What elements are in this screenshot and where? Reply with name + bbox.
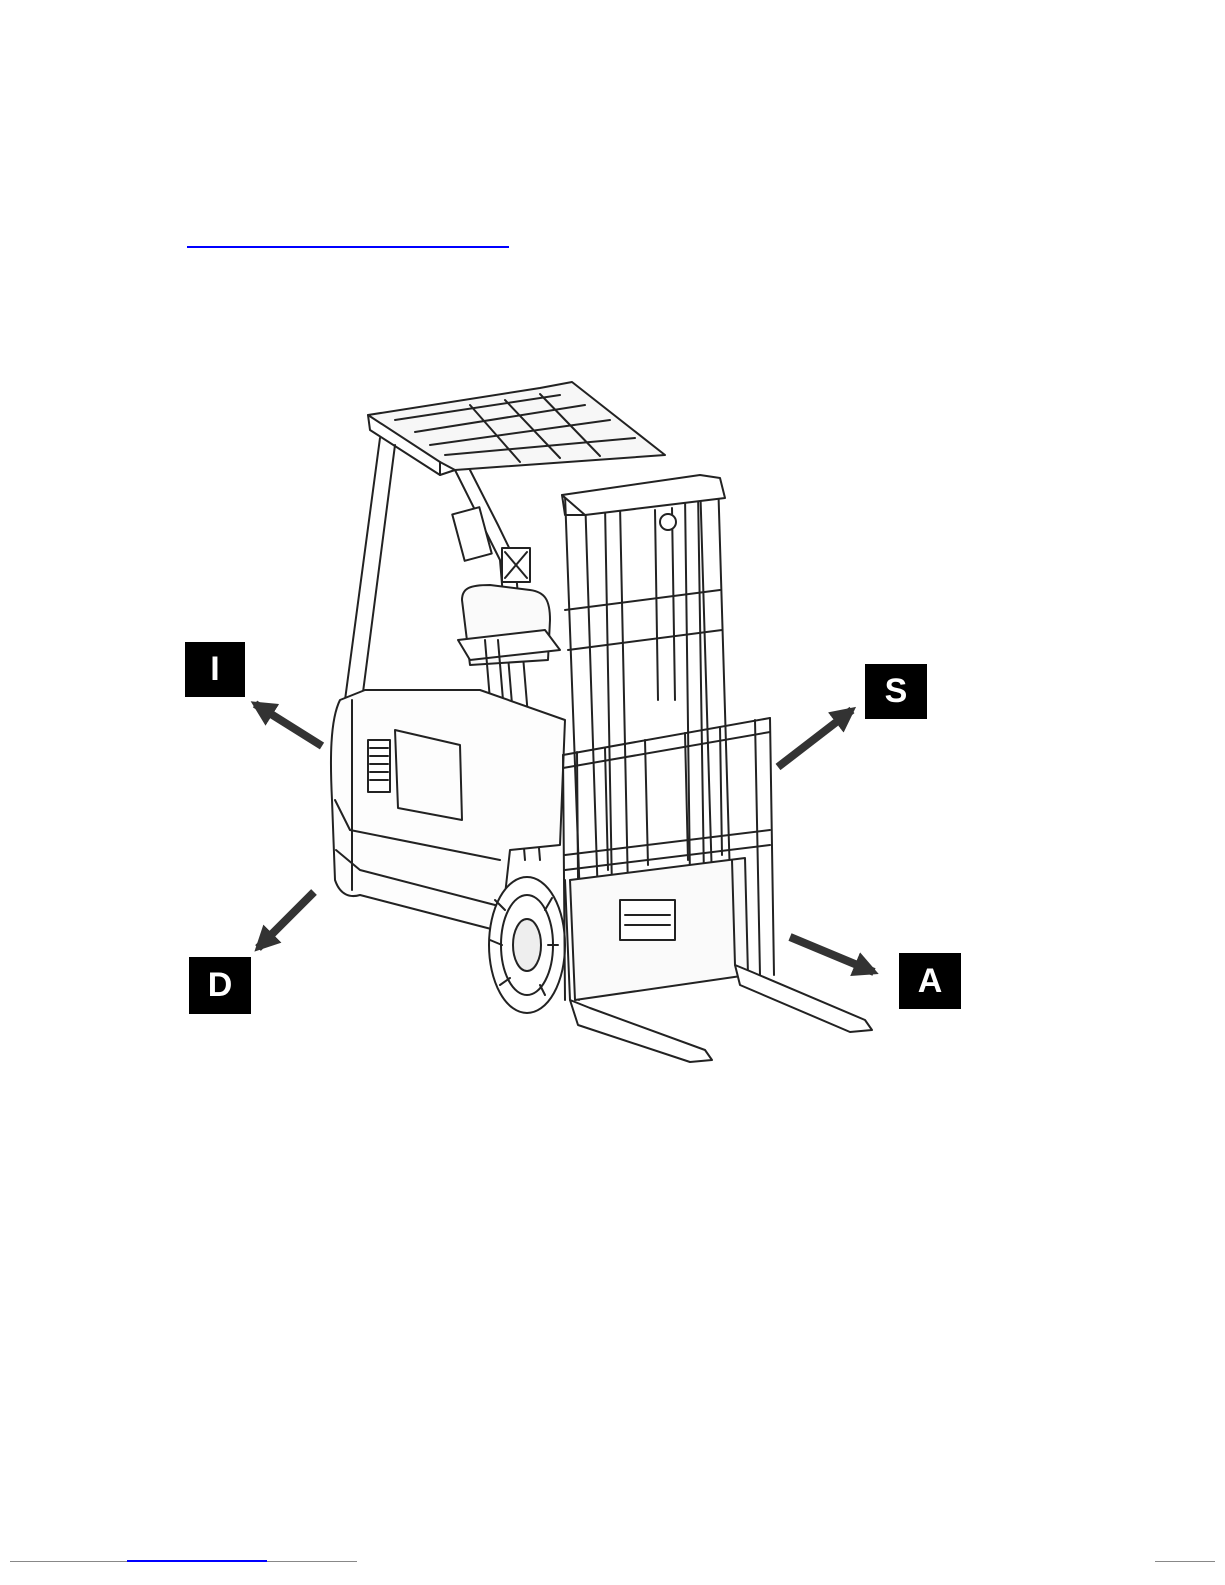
forklift-drawing — [331, 382, 872, 1062]
arrow-A — [790, 937, 874, 972]
footer-rule-middle — [267, 1561, 357, 1562]
footer-rule-right — [1155, 1561, 1215, 1562]
arrow-S — [778, 710, 852, 767]
direction-label-d: D — [189, 957, 251, 1014]
direction-label-i: I — [185, 642, 245, 697]
direction-label-a: A — [899, 953, 961, 1009]
footer-rule-left — [10, 1561, 127, 1562]
arrow-I — [255, 704, 322, 746]
arrow-D — [258, 892, 314, 948]
footer-link-underline[interactable] — [127, 1560, 267, 1562]
direction-label-s: S — [865, 664, 927, 719]
